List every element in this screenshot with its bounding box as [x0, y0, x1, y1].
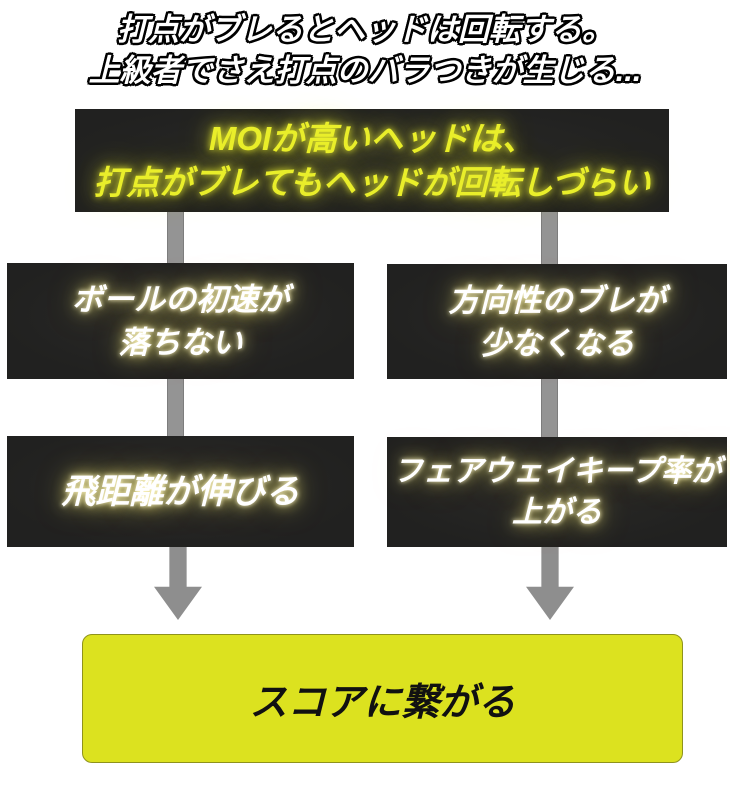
right-branch-box-2-line-2: 上がる	[512, 496, 602, 529]
cause-box-line-1: MOIが高いヘッドは、	[208, 119, 536, 157]
connector-right-mid	[541, 378, 558, 439]
connector-left-top	[167, 210, 184, 265]
left-branch-box-1: ボールの初速が 落ちない	[7, 263, 354, 379]
header-line-1: 打点がブレるとヘッドは回転する。	[116, 11, 614, 48]
down-arrow-icon	[154, 546, 202, 620]
result-box: スコアに繋がる	[82, 634, 683, 763]
left-branch-box-1-line-2: 落ちない	[118, 325, 243, 360]
right-branch-box-1-line-1: 方向性のブレが	[448, 282, 666, 318]
header-title: 打点がブレるとヘッドは回転する。 上級者でさえ打点のバラつきが生じる...	[0, 9, 730, 91]
cause-box-line-2: 打点がブレてもヘッドが回転しづらい	[93, 163, 651, 201]
right-branch-box-2: フェアウェイキープ率が 上がる	[387, 437, 727, 547]
right-branch-box-1-line-2: 少なくなる	[479, 325, 635, 361]
left-branch-box-2: 飛距離が伸びる	[7, 436, 354, 547]
connector-right-top	[541, 210, 558, 266]
header-line-2: 上級者でさえ打点のバラつきが生じる...	[88, 52, 643, 89]
right-branch-box-1: 方向性のブレが 少なくなる	[387, 264, 727, 379]
right-branch-box-2-line-1: フェアウェイキープ率が	[392, 455, 722, 488]
result-box-label: スコアに繋がる	[249, 682, 516, 724]
cause-box: MOIが高いヘッドは、 打点がブレてもヘッドが回転しづらい	[75, 109, 669, 212]
down-arrow-icon	[526, 546, 574, 620]
connector-left-mid	[167, 377, 184, 438]
left-branch-box-1-line-1: ボールの初速が	[72, 282, 289, 317]
left-branch-box-2-line-1: 飛距離が伸びる	[61, 472, 300, 511]
